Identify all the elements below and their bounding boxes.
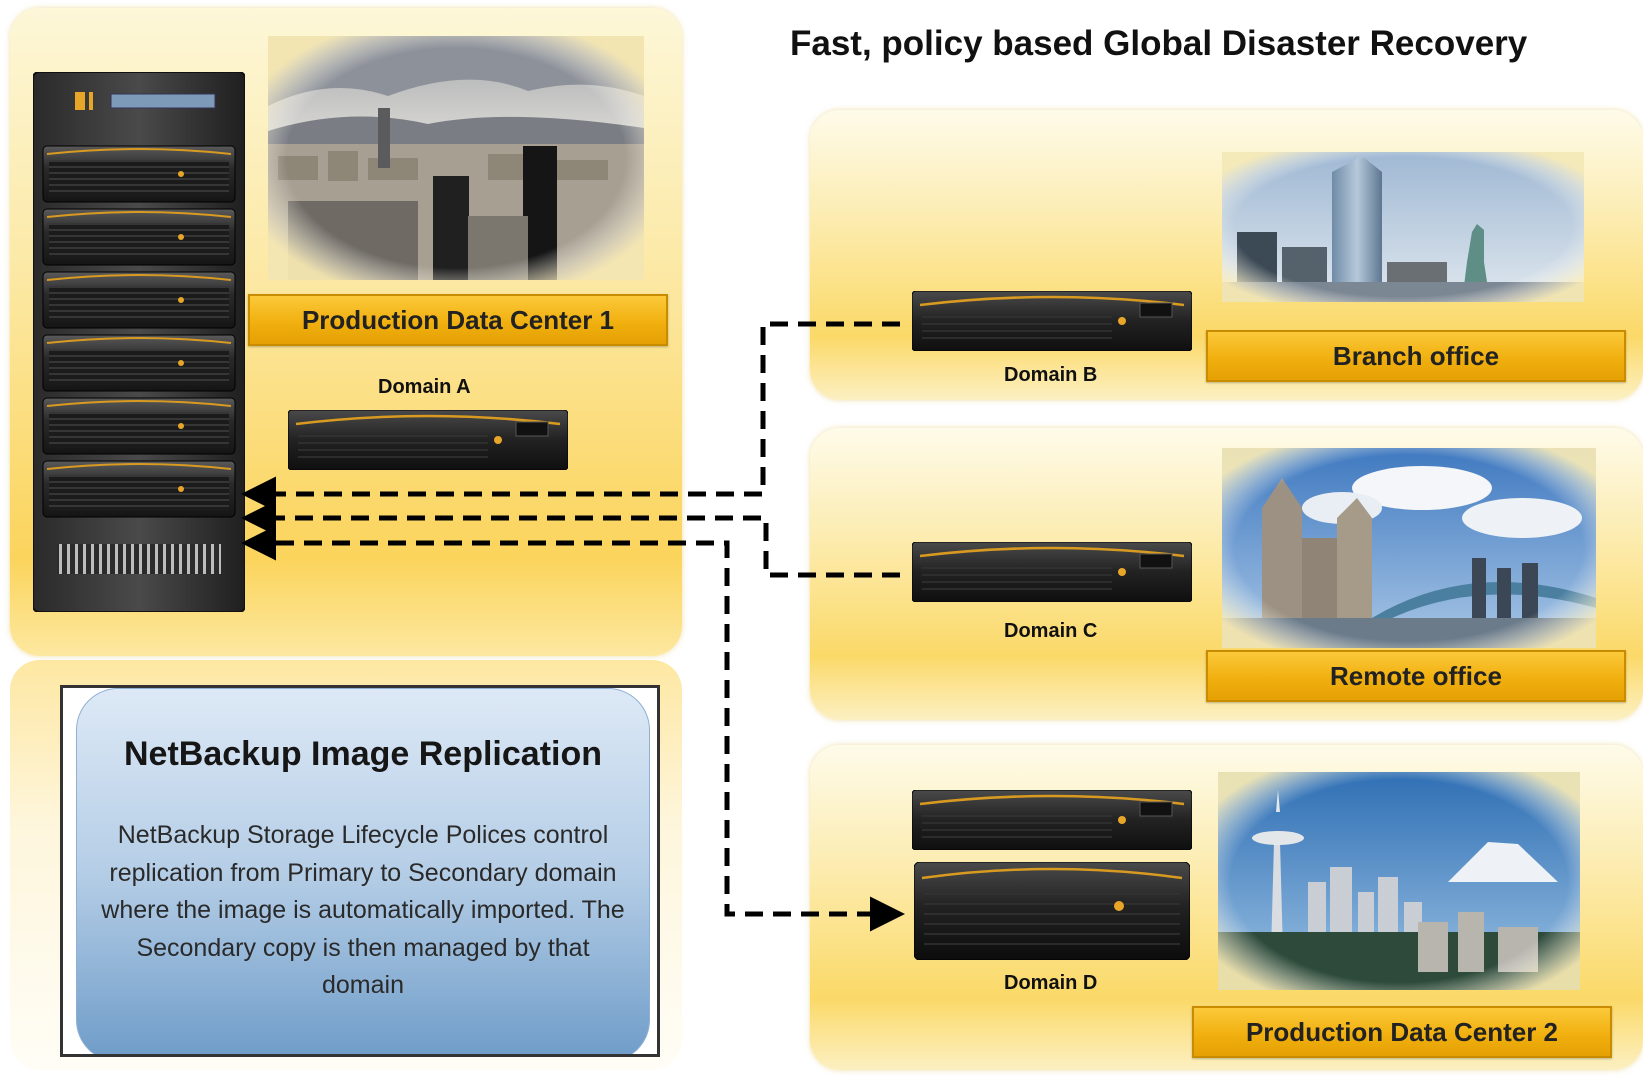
city-photo-icon [1222,152,1584,302]
backup-appliance-icon [914,862,1190,960]
info-body: NetBackup Storage Lifecycle Polices cont… [101,821,625,1000]
domain-c-label: Domain C [1004,620,1098,642]
dashed-arrow-connector [241,525,905,932]
pdc2-banner: Production Data Center 2 [1192,1006,1612,1058]
dashed-arrow-connector [241,500,900,578]
branch-office-banner: Branch office [1206,330,1626,382]
pdc1-banner: Production Data Center 1 [248,294,668,346]
info-panel: NetBackup Image Replication NetBackup St… [76,688,650,1054]
domain-b-label: Domain B [1004,364,1098,386]
page-title: Fast, policy based Global Disaster Recov… [790,24,1528,63]
info-box: NetBackup Image Replication NetBackup St… [60,685,660,1057]
city-photo-icon [1222,448,1596,648]
backup-appliance-icon [912,542,1192,602]
server-rack-icon [32,71,246,613]
domain-a-label: Domain A [378,376,471,398]
dashed-arrow-connector [241,321,900,512]
city-photo-icon [1218,772,1580,990]
backup-appliance-icon [288,410,568,470]
remote-office-banner: Remote office [1206,650,1626,702]
city-photo-icon [268,36,644,280]
info-heading: NetBackup Image Replication [123,735,602,773]
domain-d-label: Domain D [1004,972,1098,994]
backup-appliance-icon [912,790,1192,850]
backup-appliance-icon [912,291,1192,351]
